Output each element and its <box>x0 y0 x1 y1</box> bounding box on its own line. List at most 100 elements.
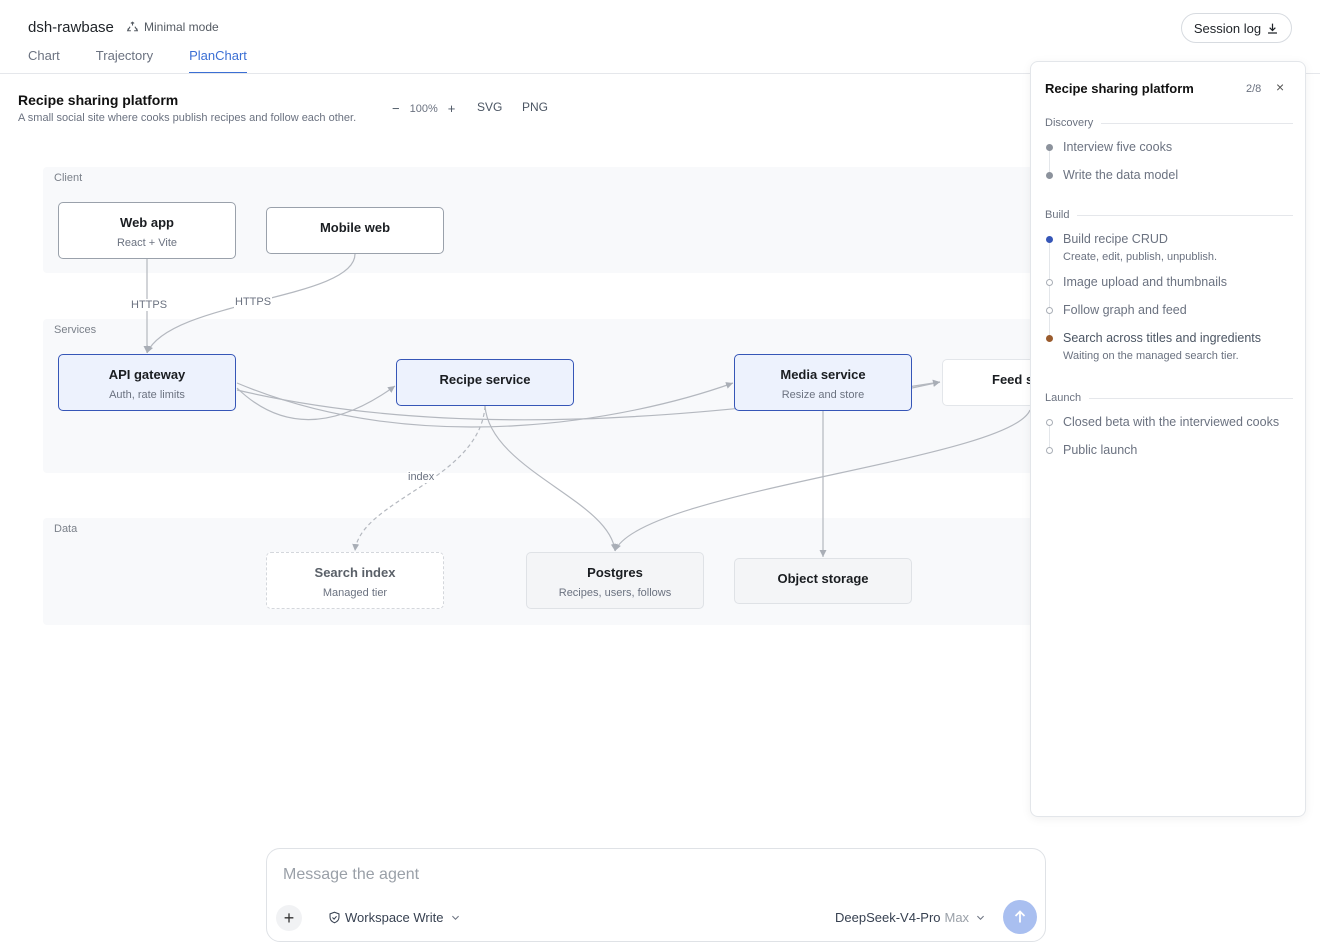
node-feed-service[interactable]: Feed s <box>942 359 1042 406</box>
session-log-label: Session log <box>1193 20 1262 36</box>
export-png-button[interactable]: PNG <box>522 100 549 114</box>
tab-planchart[interactable]: PlanChart <box>189 47 247 73</box>
step-status-dot <box>1046 236 1053 243</box>
step-label: Build recipe CRUD <box>1063 232 1168 246</box>
node-subtitle: React + Vite <box>116 237 178 249</box>
plan-section-build: Build Build recipe CRUD Create, edit, pu… <box>1045 208 1293 362</box>
node-title: Feed s <box>992 372 1034 387</box>
step-status-dot <box>1046 144 1053 151</box>
node-title: Recipe service <box>439 372 531 387</box>
node-subtitle: Managed tier <box>322 587 388 599</box>
minimal-mode-label: Minimal mode <box>144 20 219 34</box>
plan-step[interactable]: Image upload and thumbnails <box>1045 274 1293 291</box>
plan-progress: 2/8 <box>1246 83 1262 95</box>
plan-title: Recipe sharing platform <box>1045 81 1194 96</box>
edge-recipe-to-postgres <box>484 405 618 552</box>
node-mobile-web[interactable]: Mobile web <box>266 207 444 254</box>
lane-label-data: Data <box>54 523 78 535</box>
plan-step[interactable]: Write the data model <box>1045 167 1293 184</box>
node-title: API gateway <box>108 367 186 382</box>
section-header: Discovery <box>1045 116 1293 130</box>
effort-label: Max <box>944 910 970 925</box>
plan-step[interactable]: Build recipe CRUD Create, edit, publish,… <box>1045 231 1293 263</box>
step-status-dot <box>1046 447 1053 454</box>
section-name: Launch <box>1045 392 1082 404</box>
node-object-storage[interactable]: Object storage <box>734 558 912 604</box>
step-note: Waiting on the managed search tier. <box>1063 350 1239 362</box>
zoom-out-button[interactable]: − <box>392 101 400 116</box>
node-title: Search index <box>314 565 396 580</box>
section-header: Build <box>1045 208 1293 222</box>
step-label: Public launch <box>1063 443 1138 457</box>
node-postgres[interactable]: Postgres Recipes, users, follows <box>526 552 704 609</box>
tab-chart[interactable]: Chart <box>28 48 60 63</box>
export-svg-button[interactable]: SVG <box>477 100 503 114</box>
arrow-up-icon <box>1014 910 1026 923</box>
node-subtitle: Auth, rate limits <box>109 389 185 401</box>
step-label: Follow graph and feed <box>1063 303 1187 317</box>
node-recipe-service[interactable]: Recipe service <box>396 359 574 406</box>
edge-label-mobile-https: HTTPS <box>234 296 273 308</box>
chevron-down-icon <box>451 915 459 920</box>
plan-step[interactable]: Search across titles and ingredients Wai… <box>1045 330 1293 362</box>
shield-icon <box>329 911 340 924</box>
node-subtitle: Resize and store <box>781 389 865 401</box>
recycle-icon <box>126 21 139 31</box>
model-selector[interactable]: DeepSeek-V4-Pro Max <box>835 910 986 925</box>
app-title: dsh-rawbase <box>28 19 114 36</box>
node-subtitle: Recipes, users, follows <box>558 587 672 599</box>
lane-label-client: Client <box>54 172 83 184</box>
node-title: Object storage <box>777 571 869 586</box>
node-title: Web app <box>120 215 174 230</box>
node-media-service[interactable]: Media service Resize and store <box>734 354 912 411</box>
message-input[interactable] <box>283 863 1023 887</box>
plan-step[interactable]: Follow graph and feed <box>1045 302 1293 319</box>
lane-label-services: Services <box>54 324 97 336</box>
edge-feed-to-postgres <box>614 409 1031 552</box>
plus-icon: + <box>283 907 295 928</box>
step-status-dot <box>1046 172 1053 179</box>
node-title: Postgres <box>587 565 643 580</box>
section-divider <box>1101 122 1293 124</box>
chart-subtitle: A small social site where cooks publish … <box>18 112 357 124</box>
zoom-in-button[interactable]: + <box>447 101 456 116</box>
section-name: Discovery <box>1045 117 1094 129</box>
zoom-level: 100% <box>409 102 438 115</box>
session-log-button[interactable]: Session log <box>1181 13 1292 43</box>
step-status-dot <box>1046 279 1053 286</box>
edge-media-to-feed <box>911 380 941 389</box>
edge-label-web-https: HTTPS <box>130 299 169 311</box>
node-api-gateway[interactable]: API gateway Auth, rate limits <box>58 354 236 411</box>
node-web-app[interactable]: Web app React + Vite <box>58 202 236 259</box>
download-icon <box>1268 23 1278 34</box>
top-bar: dsh-rawbase Minimal mode Chart Trajector… <box>0 0 1320 74</box>
add-attachment-button[interactable]: + <box>276 905 302 931</box>
permission-label: Workspace Write <box>345 910 444 925</box>
edge-gateway-to-media <box>236 382 734 428</box>
plan-step[interactable]: Public launch <box>1045 442 1293 459</box>
send-button[interactable] <box>1003 900 1037 934</box>
minimal-mode-toggle[interactable]: Minimal mode <box>126 20 219 34</box>
node-search-index[interactable]: Search index Managed tier <box>266 552 444 609</box>
step-label: Interview five cooks <box>1063 140 1173 154</box>
node-title: Mobile web <box>319 220 391 235</box>
node-title: Media service <box>780 367 866 382</box>
tab-trajectory[interactable]: Trajectory <box>95 48 154 63</box>
step-connector <box>1049 150 1050 172</box>
step-status-dot <box>1046 335 1053 342</box>
step-label: Image upload and thumbnails <box>1063 275 1228 289</box>
step-status-dot <box>1046 307 1053 314</box>
step-label: Closed beta with the interviewed cooks <box>1063 415 1280 429</box>
permission-selector[interactable]: Workspace Write <box>328 910 461 925</box>
step-connector <box>1049 242 1050 342</box>
edge-label-index: index <box>407 471 436 483</box>
plan-section-launch: Launch Closed beta with the interviewed … <box>1045 391 1293 459</box>
close-icon[interactable]: × <box>1276 79 1285 95</box>
edge-recipe-to-search-index <box>352 405 486 552</box>
section-header: Launch <box>1045 391 1293 405</box>
step-note: Create, edit, publish, unpublish. <box>1063 251 1218 263</box>
message-composer: + Workspace Write DeepSeek-V4-Pro Max <box>266 848 1046 942</box>
zoom-controls: − 100% + <box>392 101 455 116</box>
plan-step[interactable]: Closed beta with the interviewed cooks <box>1045 414 1293 431</box>
plan-step[interactable]: Interview five cooks <box>1045 139 1293 156</box>
